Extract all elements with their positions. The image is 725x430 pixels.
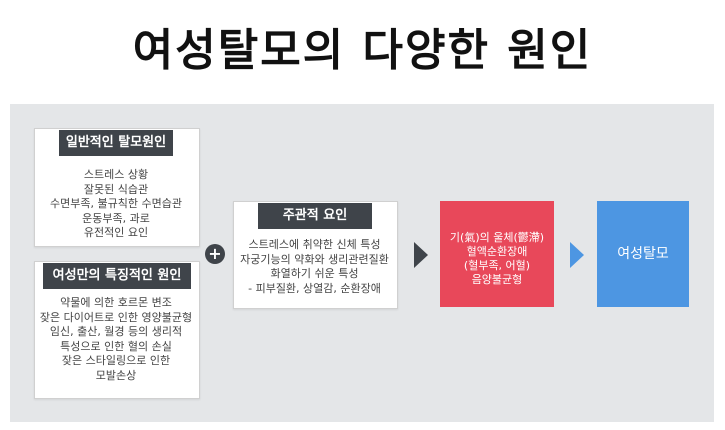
list-item: 약물에 의한 호르몬 변조 (60, 296, 172, 309)
pathology-line: 음양불균형 (471, 273, 523, 286)
pathology-line: (혈부족, 어혈) (463, 259, 531, 272)
list-item: 잦은 다이어트로 인한 영양불균형 (39, 310, 193, 324)
plus-icon: + (205, 244, 225, 264)
female-causes-list: 약물에 의한 호르몬 변조 잦은 다이어트로 인한 영양불균형 임신, 출산, … (34, 296, 198, 383)
general-causes-list: 스트레스 상황 잘못된 식습관 수면부족, 불규칙한 수면습관 운동부족, 과로… (34, 168, 198, 241)
pathology-line: 혈액순환장애 (466, 245, 528, 258)
list-item: 자궁기능의 약화와 생리관련질환 (240, 252, 389, 266)
result-label: 여성탈모 (617, 246, 669, 262)
list-item: 수면부족, 불규칙한 수면습관 (50, 197, 182, 210)
list-item: 모발손상 (95, 368, 137, 382)
arrow-right-icon (414, 242, 428, 268)
list-item: 임신, 출산, 월경 등의 생리적 (49, 325, 183, 338)
female-causes-label: 여성만의 특징적인 원인 (43, 263, 191, 289)
list-item: 유전적인 요인 (83, 226, 149, 239)
list-item: 스트레스 상황 (83, 168, 149, 181)
pathology-line: 기(氣)의 울체(鬱滯) (449, 231, 545, 244)
list-item: 잘못된 식습관 (83, 182, 149, 196)
pathology-box: 기(氣)의 울체(鬱滯) 혈액순환장애 (혈부족, 어혈) 음양불균형 (440, 201, 554, 307)
list-item: - 피부질환, 상열감, 순환장애 (248, 281, 381, 295)
list-item: 스트레스에 취약한 신체 특성 (248, 238, 381, 251)
list-item: 잦은 스타일링으로 인한 (61, 354, 171, 367)
list-item: 운동부족, 과로 (82, 211, 150, 225)
subjective-factors-list: 스트레스에 취약한 신체 특성 자궁기능의 약화와 생리관련질환 화열하기 쉬운… (233, 238, 396, 296)
page-title: 여성탈모의 다양한 원인 (132, 25, 593, 76)
subjective-factors-label: 주관적 요인 (258, 203, 372, 229)
general-causes-label: 일반적인 탈모원인 (59, 130, 173, 156)
list-item: 특성으로 인한 혈의 손실 (60, 339, 172, 353)
list-item: 화열하기 쉬운 특성 (270, 267, 359, 280)
result-box: 여성탈모 (597, 201, 689, 307)
arrow-right-icon (570, 242, 584, 268)
